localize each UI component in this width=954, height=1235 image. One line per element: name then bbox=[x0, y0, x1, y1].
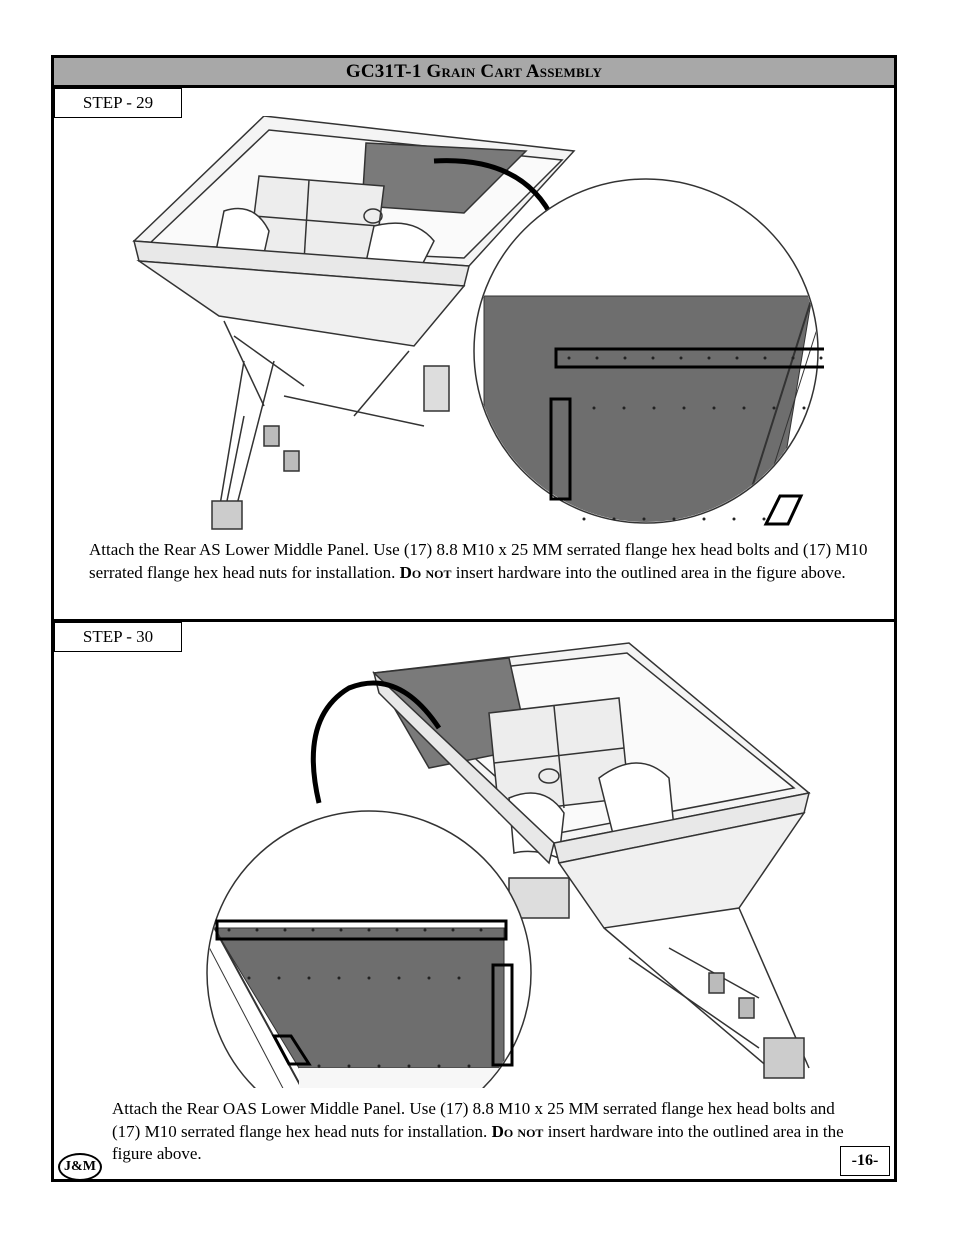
step-29-instructions: Attach the Rear AS Lower Middle Panel. U… bbox=[89, 539, 879, 584]
callout-leader bbox=[310, 680, 442, 804]
outlined-area-top bbox=[215, 919, 508, 941]
bolt-hole bbox=[423, 928, 427, 932]
bolt-hole bbox=[457, 976, 461, 980]
outlined-area-right bbox=[491, 963, 514, 1067]
grain-cart-drawing bbox=[372, 642, 811, 1079]
bolt-hole bbox=[819, 356, 823, 360]
page-frame: GC31T-1 Grain Cart Assembly STEP - 29 bbox=[51, 55, 897, 1182]
page-number: -16- bbox=[840, 1146, 890, 1176]
bolt-hole bbox=[311, 928, 315, 932]
bolt-hole bbox=[612, 517, 616, 521]
bolt-hole bbox=[672, 517, 676, 521]
bolt-hole bbox=[791, 356, 795, 360]
outlined-area-left bbox=[549, 397, 572, 501]
lower-middle-panel bbox=[483, 295, 813, 522]
bolt-hole bbox=[772, 406, 776, 410]
bolt-hole bbox=[337, 976, 341, 980]
step-30-label: STEP - 30 bbox=[54, 622, 182, 652]
bolt-hole bbox=[255, 928, 259, 932]
step-29-figure bbox=[132, 116, 824, 530]
instruction-emphasis: Do not bbox=[491, 1121, 544, 1141]
bolt-hole bbox=[247, 976, 251, 980]
step-29-label: STEP - 29 bbox=[54, 88, 182, 118]
jm-logo: J&M bbox=[58, 1153, 102, 1181]
bolt-hole bbox=[622, 406, 626, 410]
step-divider bbox=[54, 619, 894, 622]
outlined-area-corner bbox=[271, 1034, 312, 1066]
bolt-hole bbox=[802, 406, 806, 410]
bolt-hole bbox=[623, 356, 627, 360]
bolt-hole bbox=[702, 517, 706, 521]
bolt-hole bbox=[377, 1064, 381, 1068]
instruction-text: insert hardware into the outlined area i… bbox=[451, 562, 846, 582]
instruction-text: Attach the Rear AS Lower Middle Panel. U… bbox=[89, 540, 868, 582]
instruction-emphasis: Do not bbox=[399, 562, 452, 582]
bolt-hole bbox=[451, 928, 455, 932]
bolt-hole bbox=[427, 976, 431, 980]
bolt-hole bbox=[307, 976, 311, 980]
bolt-hole bbox=[582, 517, 586, 521]
bolt-hole bbox=[317, 1064, 321, 1068]
bolt-hole bbox=[479, 928, 483, 932]
step-30-instructions: Attach the Rear OAS Lower Middle Panel. … bbox=[112, 1098, 852, 1166]
bolt-hole bbox=[592, 406, 596, 410]
bolt-hole bbox=[652, 406, 656, 410]
callout-leader bbox=[433, 158, 557, 223]
bolt-hole bbox=[712, 406, 716, 410]
outlined-area-corner bbox=[763, 494, 804, 526]
bolt-hole bbox=[595, 356, 599, 360]
bolt-hole bbox=[437, 1064, 441, 1068]
bolt-hole bbox=[642, 517, 646, 521]
bolt-hole bbox=[277, 976, 281, 980]
bolt-hole bbox=[397, 976, 401, 980]
grain-cart-drawing bbox=[132, 116, 576, 530]
bolt-hole bbox=[407, 1064, 411, 1068]
bolt-hole bbox=[679, 356, 683, 360]
bolt-hole bbox=[227, 928, 231, 932]
bolt-hole bbox=[339, 928, 343, 932]
bolt-hole bbox=[742, 406, 746, 410]
bolt-hole bbox=[347, 1064, 351, 1068]
bolt-hole bbox=[651, 356, 655, 360]
bolt-hole bbox=[732, 517, 736, 521]
bolt-hole bbox=[762, 517, 766, 521]
bolt-hole bbox=[682, 406, 686, 410]
page-title: GC31T-1 Grain Cart Assembly bbox=[54, 58, 894, 88]
bolt-hole bbox=[367, 976, 371, 980]
bolt-hole bbox=[367, 928, 371, 932]
detail-magnifier bbox=[206, 810, 532, 1088]
bolt-hole bbox=[707, 356, 711, 360]
bolt-hole bbox=[567, 356, 571, 360]
detail-magnifier bbox=[473, 178, 824, 526]
bolt-hole bbox=[283, 928, 287, 932]
outlined-area-top bbox=[554, 347, 824, 369]
step-30-figure bbox=[206, 642, 811, 1088]
bolt-hole bbox=[395, 928, 399, 932]
bolt-hole bbox=[763, 356, 767, 360]
instruction-text: Attach the Rear OAS Lower Middle Panel. … bbox=[112, 1099, 835, 1141]
bolt-hole bbox=[735, 356, 739, 360]
bolt-hole bbox=[467, 1064, 471, 1068]
instruction-text: insert hardware into the outlined area i… bbox=[112, 1121, 844, 1164]
